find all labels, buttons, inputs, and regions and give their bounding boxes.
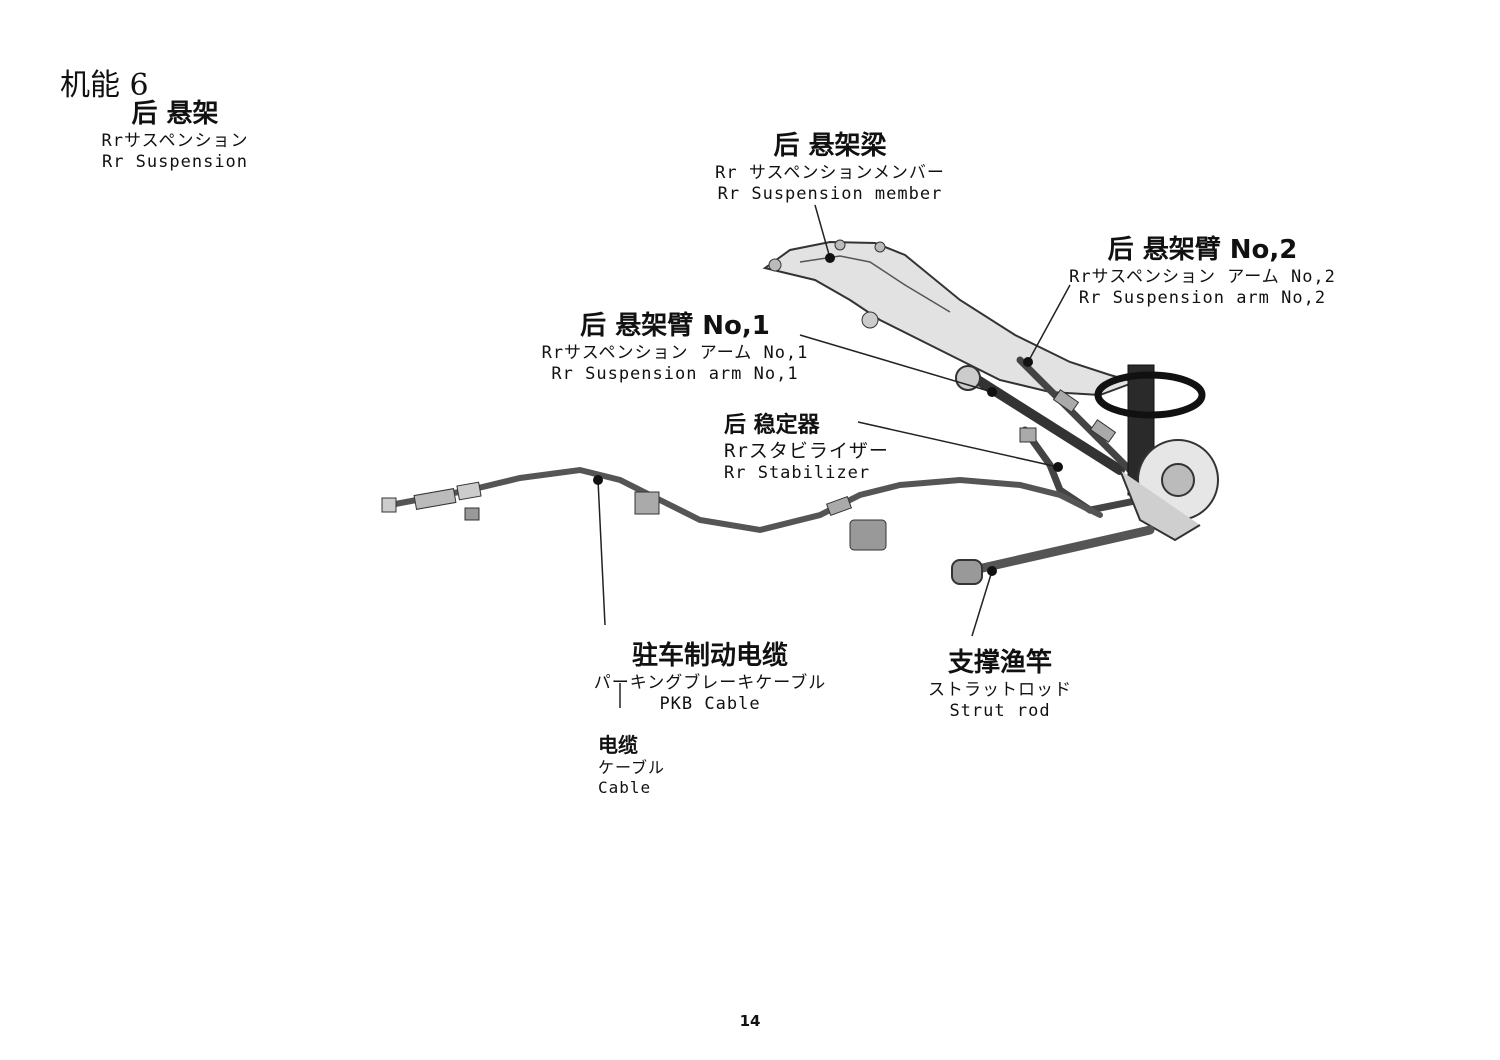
label-suspension-member-ja: Rr サスペンションメンバー bbox=[715, 162, 945, 183]
label-stabilizer: 后 稳定器 Rrスタビライザー Rr Stabilizer bbox=[724, 412, 924, 485]
label-pkb-cable: 驻车制动电缆 パーキングブレーキケーブル PKB Cable bbox=[565, 640, 855, 715]
label-suspension-arm-2-en: Rr Suspension arm No,2 bbox=[1078, 287, 1327, 308]
label-cable: 电缆 ケーブル Cable bbox=[598, 733, 718, 798]
label-suspension-arm-2: 后 悬架臂 No,2 Rrサスペンション アーム No,2 Rr Suspens… bbox=[1045, 234, 1360, 309]
section-title: 后 悬架 Rrサスペンション Rr Suspension bbox=[70, 98, 280, 173]
section-title-zh: 后 悬架 bbox=[131, 99, 219, 129]
chapter-title: 机能 6 bbox=[60, 68, 149, 103]
label-pkb-cable-en: PKB Cable bbox=[659, 693, 761, 714]
label-cable-ja: ケーブル bbox=[598, 758, 666, 777]
pkb-cable-part bbox=[387, 466, 1103, 534]
label-strut-rod-ja: ストラットロッド bbox=[928, 679, 1072, 700]
stabilizer-part bbox=[1021, 426, 1144, 514]
page-number: 14 bbox=[739, 1012, 761, 1030]
label-pkb-cable-zh: 驻车制动电缆 bbox=[631, 641, 788, 671]
label-suspension-arm-1-ja: Rrサスペンション アーム No,1 bbox=[541, 342, 809, 363]
label-cable-zh: 电缆 bbox=[598, 733, 638, 757]
label-stabilizer-ja: Rrスタビライザー bbox=[724, 439, 889, 462]
label-stabilizer-zh: 后 稳定器 bbox=[724, 413, 820, 438]
label-suspension-member-en: Rr Suspension member bbox=[717, 183, 943, 204]
label-strut-rod: 支撑渔竿 ストラットロッド Strut rod bbox=[905, 647, 1095, 722]
label-suspension-arm-1: 后 悬架臂 No,1 Rrサスペンション アーム No,1 Rr Suspens… bbox=[520, 310, 830, 385]
spring-seat-part bbox=[1094, 371, 1206, 419]
label-pkb-cable-ja: パーキングブレーキケーブル bbox=[593, 672, 827, 693]
label-suspension-member: 后 悬架梁 Rr サスペンションメンバー Rr Suspension membe… bbox=[680, 130, 980, 205]
label-suspension-member-zh: 后 悬架梁 bbox=[773, 131, 887, 161]
label-strut-rod-zh: 支撑渔竿 bbox=[947, 648, 1052, 678]
label-suspension-arm-2-ja: Rrサスペンション アーム No,2 bbox=[1069, 266, 1336, 287]
label-suspension-arm-2-zh: 后 悬架臂 No,2 bbox=[1107, 235, 1298, 265]
label-stabilizer-en: Rr Stabilizer bbox=[724, 463, 871, 484]
strut-rod-part bbox=[960, 525, 1155, 577]
suspension-arm-2-part bbox=[1016, 356, 1134, 474]
label-suspension-arm-1-zh: 后 悬架臂 No,1 bbox=[580, 311, 770, 341]
label-cable-en: Cable bbox=[598, 778, 652, 797]
label-suspension-arm-1-en: Rr Suspension arm No,1 bbox=[551, 363, 799, 384]
section-title-en: Rr Suspension bbox=[101, 151, 249, 172]
section-title-ja: Rrサスペンション bbox=[101, 130, 249, 151]
label-strut-rod-en: Strut rod bbox=[949, 700, 1051, 721]
